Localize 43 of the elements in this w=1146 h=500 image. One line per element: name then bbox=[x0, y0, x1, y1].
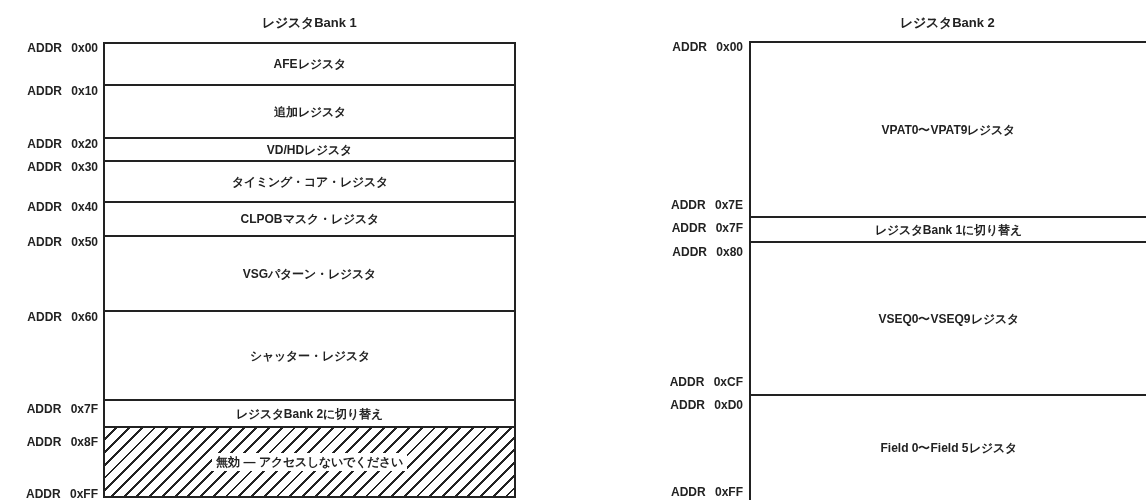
register-block bbox=[749, 41, 1146, 218]
address-label: ADDR 0x00 bbox=[672, 40, 743, 54]
register-name: Field 0〜Field 5レジスタ bbox=[880, 441, 1017, 455]
register-bank bbox=[103, 14, 516, 500]
register-name: CLPOBマスク・レジスタ bbox=[240, 212, 379, 226]
register-block bbox=[103, 399, 516, 428]
register-name: 追加レジスタ bbox=[273, 104, 346, 119]
address-label: ADDR 0xFF bbox=[671, 485, 743, 499]
address-label: ADDR 0x8F bbox=[26, 435, 98, 449]
register-name: VSEQ0〜VSEQ9レジスタ bbox=[878, 311, 1019, 326]
register-name: レジスタBank 2に切り替え bbox=[235, 406, 384, 421]
address-label: ADDR 0x7F bbox=[671, 221, 743, 235]
register-name: VSGパターン・レジスタ bbox=[242, 266, 377, 281]
register-name: VPAT0〜VPAT9レジスタ bbox=[881, 122, 1016, 137]
register-block bbox=[103, 137, 516, 162]
register-name: VD/HDレジスタ bbox=[266, 142, 353, 157]
register-name: タイミング・コア・レジスタ bbox=[231, 174, 388, 189]
register-block bbox=[103, 235, 516, 312]
bank-title: レジスタBank 2 bbox=[899, 14, 996, 32]
address-label: ADDR 0x7E bbox=[670, 198, 743, 212]
address-label: ADDR 0x50 bbox=[27, 235, 98, 249]
register-block bbox=[103, 310, 516, 401]
reserved-register-block bbox=[103, 426, 516, 498]
register-block bbox=[103, 160, 516, 203]
address-label: ADDR 0x40 bbox=[27, 200, 98, 214]
address-label: ADDR 0x20 bbox=[27, 137, 98, 151]
register-name: レジスタBank 1に切り替え bbox=[874, 222, 1023, 237]
address-label: ADDR 0xCF bbox=[669, 375, 743, 389]
register-name: 無効 — アクセスしないでください bbox=[212, 453, 407, 471]
address-label: ADDR 0x80 bbox=[672, 245, 743, 259]
register-name: AFEレジスタ bbox=[273, 57, 346, 71]
address-label: ADDR 0x7F bbox=[26, 402, 98, 416]
address-label: ADDR 0x10 bbox=[27, 84, 98, 98]
address-label: ADDR 0xD0 bbox=[670, 398, 743, 412]
address-label: ADDR 0x60 bbox=[27, 310, 98, 324]
bank-title: レジスタBank 1 bbox=[261, 14, 358, 32]
register-block bbox=[103, 84, 516, 139]
register-block bbox=[103, 201, 516, 237]
register-block bbox=[103, 42, 516, 86]
address-label: ADDR 0x30 bbox=[27, 160, 98, 174]
register-name: シャッター・レジスタ bbox=[249, 348, 370, 363]
address-label: ADDR 0x00 bbox=[27, 41, 98, 55]
register-bank bbox=[749, 14, 1146, 500]
